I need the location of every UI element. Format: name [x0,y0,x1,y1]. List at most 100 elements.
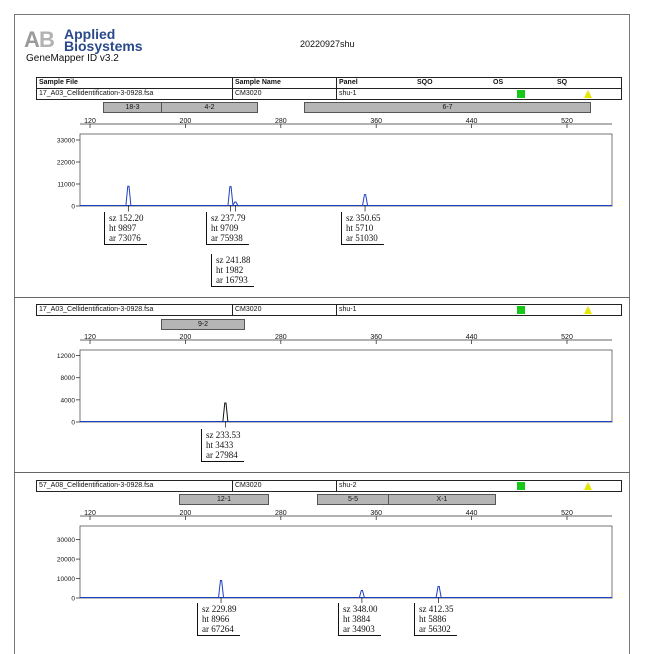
peak-mark [435,586,442,598]
bin-label: 4-2 [161,102,258,113]
panel-name: shu-1 [339,306,357,313]
y-tick-label: 12000 [57,353,75,360]
os-status-icon [517,306,525,314]
x-tick-label: 120 [84,510,96,517]
peak-mark [222,402,229,422]
svg-text:B: B [39,27,55,52]
peak-size: sz 229.89 [202,604,237,614]
sample-file: 57_A08_Cellidentification-3-0928.fsa [39,482,154,489]
peak-area: ar 16793 [216,275,248,285]
peak-area: ar 51030 [346,233,378,243]
document-title: 20220927shu [300,39,355,49]
brand-line-2: Biosystems [64,38,143,54]
bin-label: 5-5 [317,494,389,505]
x-tick-label: 280 [275,510,287,517]
os-status-icon [517,482,525,490]
x-tick-label: 520 [561,334,573,341]
peak-mark [218,580,225,598]
panel-separator [14,297,630,298]
svg-text:A: A [24,27,40,52]
peak-height: ht 5886 [419,614,447,624]
peak-height: ht 1982 [216,265,244,275]
sample-name: CM3020 [235,482,262,489]
x-tick-label: 120 [84,334,96,341]
x-tick-label: 200 [180,334,192,341]
y-tick-label: 0 [71,204,75,211]
x-tick-label: 120 [84,118,96,125]
peak-mark [125,185,132,206]
plot-area [79,525,613,599]
electropherogram-1: 120 200 280 360 440 520 0 11000 22000 33000 [57,118,613,212]
peak-height: ht 5710 [346,223,374,233]
x-tick-label: 440 [466,118,478,125]
os-status-icon [517,90,525,98]
y-tick-label: 11000 [57,182,75,189]
panel-name: shu-2 [339,482,357,489]
peak-area: ar 27984 [206,450,238,460]
sample-name: CM3020 [235,306,262,313]
col-os: OS [493,79,504,86]
brand-line-1: Applied [64,26,116,42]
peak-height: ht 9709 [211,223,239,233]
x-tick-label: 440 [466,334,478,341]
panel-separator [14,472,630,473]
x-tick-label: 520 [561,510,573,517]
panel-name: shu-1 [339,90,357,97]
software-version: GeneMapper ID v3.2 [26,53,119,64]
x-tick-label: 520 [561,118,573,125]
peak-label: sz 241.88 ht 1982 ar 16793 [211,254,254,287]
peak-mark [362,194,369,206]
x-tick-label: 360 [370,334,382,341]
y-tick-label: 0 [71,420,75,427]
peak-size: sz 152.20 [109,213,144,223]
sq-warning-icon [584,482,592,490]
col-sq: SQ [557,79,568,86]
y-tick-label: 20000 [57,557,75,564]
y-tick-label: 33000 [57,138,75,145]
bin-label: 6-7 [304,102,591,113]
peak-size: sz 350.65 [346,213,381,223]
col-sqo: SQO [417,79,433,86]
sample-row-3: 57_A08_Cellidentification-3-0928.fsa CM3… [36,480,622,492]
sq-warning-icon [584,90,592,98]
peak-label: sz 233.53 ht 3433 ar 27984 [201,429,244,462]
peak-label: sz 412.35 ht 5886 ar 56302 [414,603,457,636]
peak-area: ar 34903 [343,624,375,634]
x-tick-label: 280 [275,334,287,341]
bin-label: 12-1 [179,494,269,505]
peak-area: ar 56302 [419,624,451,634]
y-tick-label: 22000 [57,160,75,167]
peak-size: sz 237.79 [211,213,246,223]
applied-biosystems-logo: A B [24,27,55,52]
x-tick-label: 360 [370,118,382,125]
bin-label: 9-2 [161,319,245,330]
sq-warning-icon [584,306,592,314]
y-tick-label: 8000 [61,375,76,382]
col-sample-file: Sample File [39,79,78,86]
bin-label: 18-3 [103,102,162,113]
peak-area: ar 67264 [202,624,234,634]
x-tick-label: 440 [466,510,478,517]
y-tick-label: 30000 [57,537,75,544]
col-sample-name: Sample Name [235,79,281,86]
peak-height: ht 9897 [109,223,137,233]
x-tick-label: 280 [275,118,287,125]
x-tick-label: 200 [180,118,192,125]
peak-mark [227,186,234,206]
peak-size: sz 348.00 [343,604,378,614]
x-tick-label: 360 [370,510,382,517]
sample-file: 17_A03_Cellidentification-3-0928.fsa [39,306,154,313]
peak-size: sz 241.88 [216,255,251,265]
peak-area: ar 75938 [211,233,243,243]
x-tick-label: 200 [180,510,192,517]
peak-height: ht 3433 [206,440,234,450]
peak-label: sz 348.00 ht 3884 ar 34903 [338,603,381,636]
peak-mark [358,589,365,598]
peak-label: sz 237.79 ht 9709 ar 75938 [206,212,249,245]
plot-area [79,349,613,423]
peak-height: ht 8966 [202,614,230,624]
y-tick-label: 0 [71,596,75,603]
plot-area [79,133,613,207]
